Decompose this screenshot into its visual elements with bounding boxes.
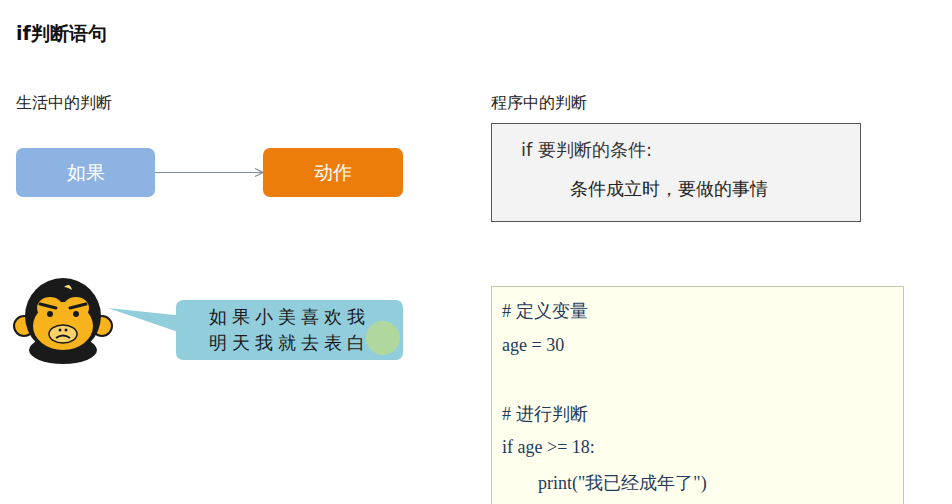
monkey-illustration [14, 278, 112, 364]
node-text: print("我已经成年了") [538, 471, 707, 495]
bubble-tail [108, 308, 184, 334]
node-text: 条件成立时，要做的事情 [570, 177, 768, 201]
node-text: age = 30 [502, 335, 564, 356]
condition-box: 如果 [16, 148, 155, 197]
node-text: 如果 [67, 160, 105, 186]
speech-bubble: 如果小美喜欢我 明天我就去表白 [176, 300, 403, 360]
title: if判断语句 [16, 21, 107, 47]
code-box: # 定义变量 age = 30 # 进行判断 if age >= 18: print("… [491, 286, 904, 504]
section-label: 程序中的判断 [491, 93, 587, 114]
arrow-connector [155, 172, 263, 173]
node-text: 如果小美喜欢我 明天我就去表白 [200, 304, 380, 356]
action-box: 动作 [263, 148, 403, 197]
node-text: # 定义变量 [502, 299, 588, 323]
node-text: 动作 [314, 160, 352, 186]
syntax-box: if 要判断的条件: 条件成立时，要做的事情 [491, 123, 861, 222]
node-text: if age >= 18: [502, 437, 595, 458]
node-text: if 要判断的条件: [521, 138, 652, 162]
node-text: # 进行判断 [502, 402, 588, 426]
section-label: 生活中的判断 [16, 93, 112, 114]
